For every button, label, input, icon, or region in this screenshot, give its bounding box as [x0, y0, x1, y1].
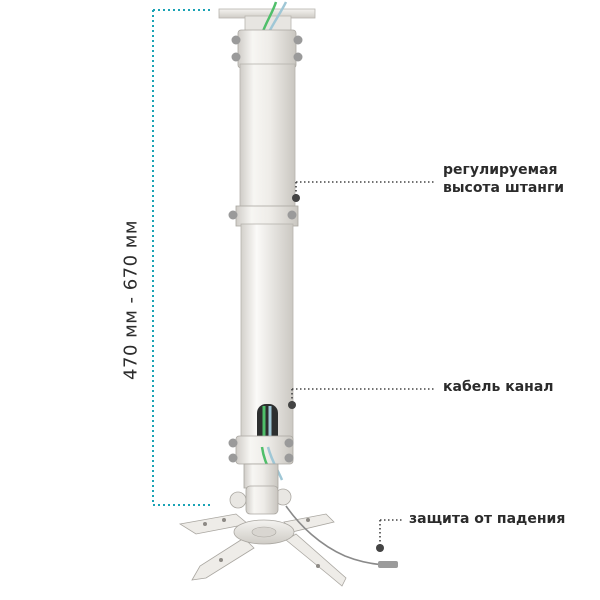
callout-adjustable-height: регулируемая высота штанги — [443, 161, 564, 197]
tilt-joint — [229, 463, 292, 515]
callout-safety-leader — [376, 519, 404, 552]
height-range-label: 470 мм - 670 мм — [120, 220, 142, 380]
callout-cable-channel: кабель канал — [443, 379, 554, 395]
callout-cable-leader — [288, 388, 436, 409]
safety-wire — [285, 505, 398, 568]
projector-spider-bracket — [178, 513, 347, 587]
callout-fall-protection: защита от падения — [409, 511, 566, 527]
upper-pole — [239, 63, 296, 213]
callout-height-leader — [292, 181, 436, 202]
lower-clamp — [228, 435, 294, 481]
callout-height-line1: регулируемая — [443, 162, 558, 178]
callout-height-line2: высота штанги — [443, 180, 565, 196]
top-clamp — [231, 29, 303, 69]
collar-bolt-left — [228, 210, 238, 220]
collar-bolt-right — [287, 210, 297, 220]
height-dimension-guide — [152, 9, 213, 506]
